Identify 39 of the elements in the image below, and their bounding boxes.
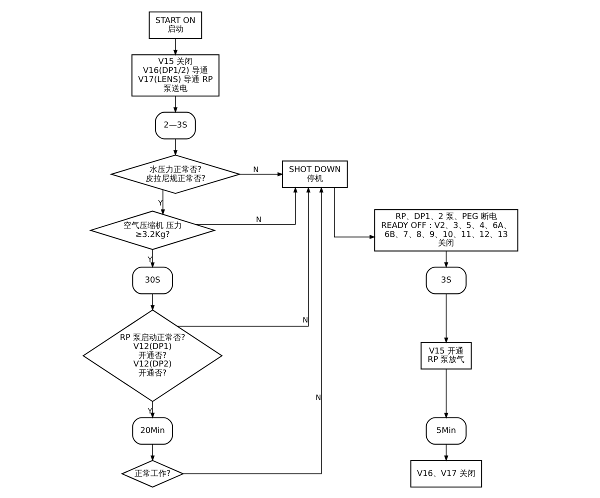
arrow [172, 38, 178, 56]
arrow [444, 443, 448, 461]
node-box: 30S [132, 266, 172, 294]
arrow [334, 186, 376, 239]
arrow [150, 400, 154, 418]
node-box: RP、DP1、2 泵、PEG 断电 READY OFF：V2、3、5、4、6A、6B、7、8、9、10、11、12、13 关闭 [374, 208, 518, 251]
node-box: V15 关闭 V16(DP1/2) 导通 V17(LENS) 导通 RP 泵送电 [130, 54, 219, 96]
node-box: V16、V17 关闭 [410, 460, 482, 488]
arrow [172, 138, 178, 156]
node-box: 2—3S [154, 111, 196, 139]
arrow [160, 189, 164, 215]
arrow [194, 186, 297, 224]
node-diamond: 空气压缩机 压力≥3.2Kg? [88, 210, 216, 250]
node-box: 3S [425, 266, 466, 294]
node-diamond: RP 泵启动正常否? V12(DP1) 开通否? V12(DP2) 开通否? [82, 308, 222, 402]
node-box: 5Min [425, 416, 466, 444]
node-box: V15 开通 RP 泵放气 [420, 341, 472, 369]
edge-label: N [302, 315, 308, 324]
arrow [238, 172, 283, 176]
arrow [444, 368, 448, 418]
arrow [444, 250, 448, 268]
node-box: SHOT DOWN 停机 [281, 160, 348, 188]
edge-label: Y [147, 406, 152, 415]
edge-label: N [315, 392, 321, 402]
arrow [444, 293, 448, 344]
arrow [150, 443, 154, 461]
arrow [172, 95, 178, 113]
arrow [176, 186, 310, 326]
arrow [150, 248, 154, 268]
edge-label: N [252, 164, 258, 174]
arrow [182, 186, 323, 474]
arrow [150, 293, 154, 310]
node-box: START ON 启动 [148, 10, 202, 38]
edge-label: Y [158, 198, 162, 208]
node-diamond: 水压力正常否? 皮拉尼规正常否? [109, 154, 241, 194]
node-diamond: 正常工作? [120, 459, 184, 488]
edge-label: N [255, 214, 261, 224]
edge-label: Y [147, 254, 152, 264]
node-box: 20Min [132, 416, 172, 444]
